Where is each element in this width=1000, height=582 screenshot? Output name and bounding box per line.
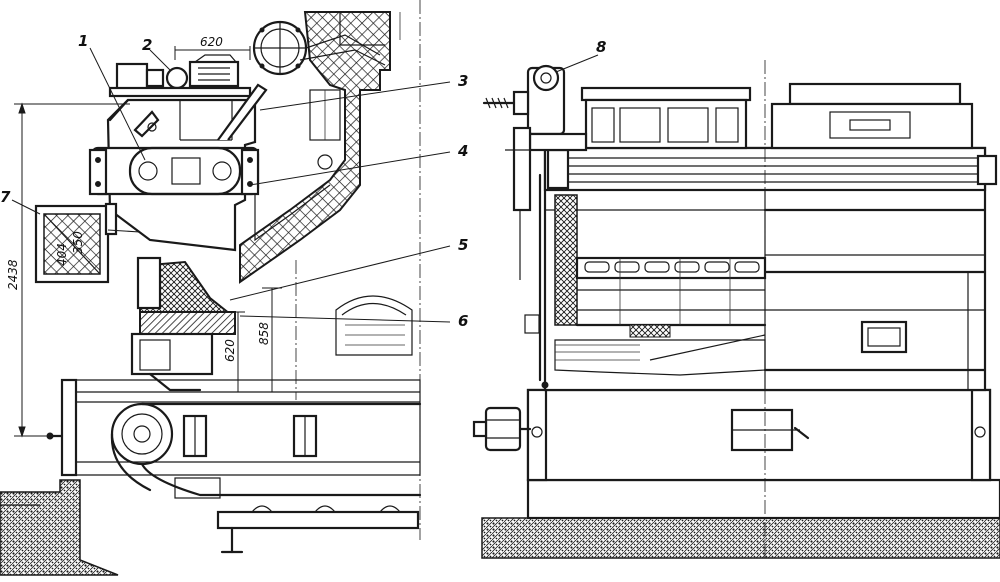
dim-620-side: 620 — [223, 339, 237, 362]
top-hoppers — [580, 82, 974, 150]
callout-7: 7 — [0, 188, 11, 206]
chain-sprocket-assembly — [88, 146, 260, 196]
dimension-labels: 620 2438 858 620 404 350 — [6, 35, 271, 362]
callout-leader-8 — [555, 54, 599, 73]
grate-cutaway — [554, 194, 767, 376]
callout-4: 4 — [457, 142, 468, 160]
dim-350: 350 — [71, 231, 85, 254]
coal-gate — [130, 256, 236, 392]
callout-labels: 1 2 3 4 5 6 7 8 — [0, 32, 606, 330]
top-chain-rail — [543, 146, 998, 192]
drive-unit — [108, 46, 252, 98]
dim-404: 404 — [55, 243, 69, 266]
dim-858: 858 — [257, 322, 271, 345]
front-elevation-view — [472, 54, 1000, 560]
side-section-view — [0, 0, 451, 576]
dimension-overall-height — [14, 102, 130, 438]
drive-gearbox — [482, 64, 588, 389]
callout-3: 3 — [458, 72, 468, 90]
chain-grate-conveyor — [46, 378, 422, 499]
callout-1: 1 — [78, 32, 88, 50]
support-rail — [216, 505, 420, 554]
furnace-door-opening — [335, 295, 413, 356]
callout-6: 6 — [458, 312, 468, 330]
callout-leaders-left — [11, 47, 451, 323]
air-damper — [252, 12, 401, 76]
foundation-left — [0, 479, 119, 576]
dim-2438: 2438 — [6, 259, 20, 290]
callout-8: 8 — [596, 38, 606, 56]
dim-620-top: 620 — [200, 35, 223, 49]
foundation-right — [481, 478, 1000, 559]
furnace-brick-wall — [239, 11, 391, 284]
callout-5: 5 — [458, 236, 468, 254]
lower-casing — [526, 388, 992, 482]
callout-2: 2 — [142, 36, 152, 54]
inspection-hatch — [34, 202, 118, 284]
shaft-coupling-left — [472, 406, 532, 452]
